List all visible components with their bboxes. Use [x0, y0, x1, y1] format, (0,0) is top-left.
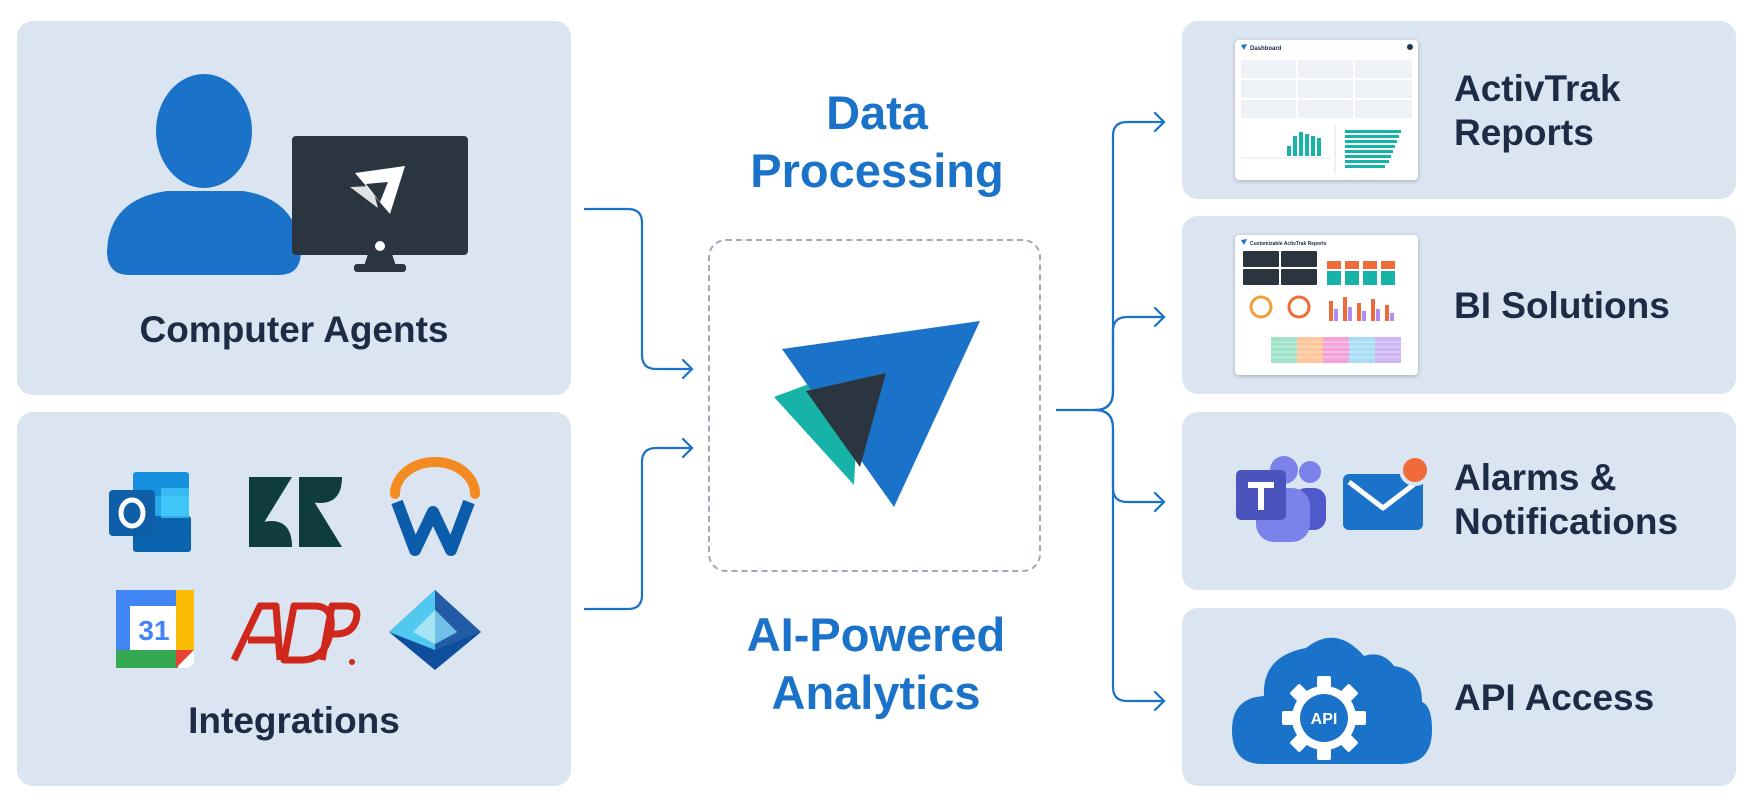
mail-notification-icon [1343, 454, 1431, 530]
arrow-agents-to-center [584, 207, 692, 371]
activtrak-reports-panel: Dashboard ActivTrak Reports [1182, 21, 1736, 199]
api-cloud-icon: API [1232, 637, 1432, 764]
workday-icon [390, 457, 480, 556]
data-processing-title: Data Processing [750, 86, 1004, 197]
ai-analytics-title: AI-Powered Analytics [746, 608, 1006, 719]
integrations-panel: 31 Integrations [17, 412, 571, 786]
bi-solutions-panel: Customizable ActivTrak Reports [1182, 216, 1736, 394]
outlook-icon [109, 472, 191, 552]
computer-agents-label: Computer Agents [139, 309, 449, 350]
bi-thumb-title: Customizable ActivTrak Reports [1250, 241, 1327, 247]
zendesk-icon [249, 477, 342, 547]
bi-report-thumbnail: Customizable ActivTrak Reports [1235, 235, 1418, 375]
svg-text:API: API [1311, 711, 1338, 728]
arrow-to-alarms [1094, 408, 1164, 504]
alarms-notifications-panel: Alarms & Notifications [1182, 412, 1736, 590]
api-access-panel: API API Access [1182, 608, 1736, 786]
bi-solutions-label: BI Solutions [1454, 285, 1670, 326]
activtrak-logo-icon [774, 321, 980, 507]
activtrak-reports-label: ActivTrak Reports [1454, 68, 1621, 153]
google-calendar-icon: 31 [116, 590, 194, 668]
arrow-to-bi [1094, 315, 1164, 412]
adp-icon [230, 602, 361, 665]
arrow-to-reports [1094, 120, 1164, 412]
computer-agents-panel: Computer Agents [17, 21, 571, 395]
azure-ad-icon [389, 590, 481, 670]
person-icon [107, 74, 301, 275]
api-access-label: API Access [1454, 677, 1655, 718]
monitor-icon [292, 136, 468, 272]
teams-icon [1236, 456, 1326, 542]
dashboard-thumb-title: Dashboard [1250, 46, 1282, 52]
alarms-notifications-label: Alarms & Notifications [1454, 457, 1679, 542]
arrow-to-api [1094, 408, 1164, 703]
integrations-label: Integrations [188, 700, 400, 741]
arrow-integrations-to-center [584, 446, 692, 611]
calendar-day-text: 31 [138, 615, 169, 646]
analytics-engine-box [708, 239, 1041, 572]
dashboard-thumbnail: Dashboard [1235, 40, 1418, 180]
